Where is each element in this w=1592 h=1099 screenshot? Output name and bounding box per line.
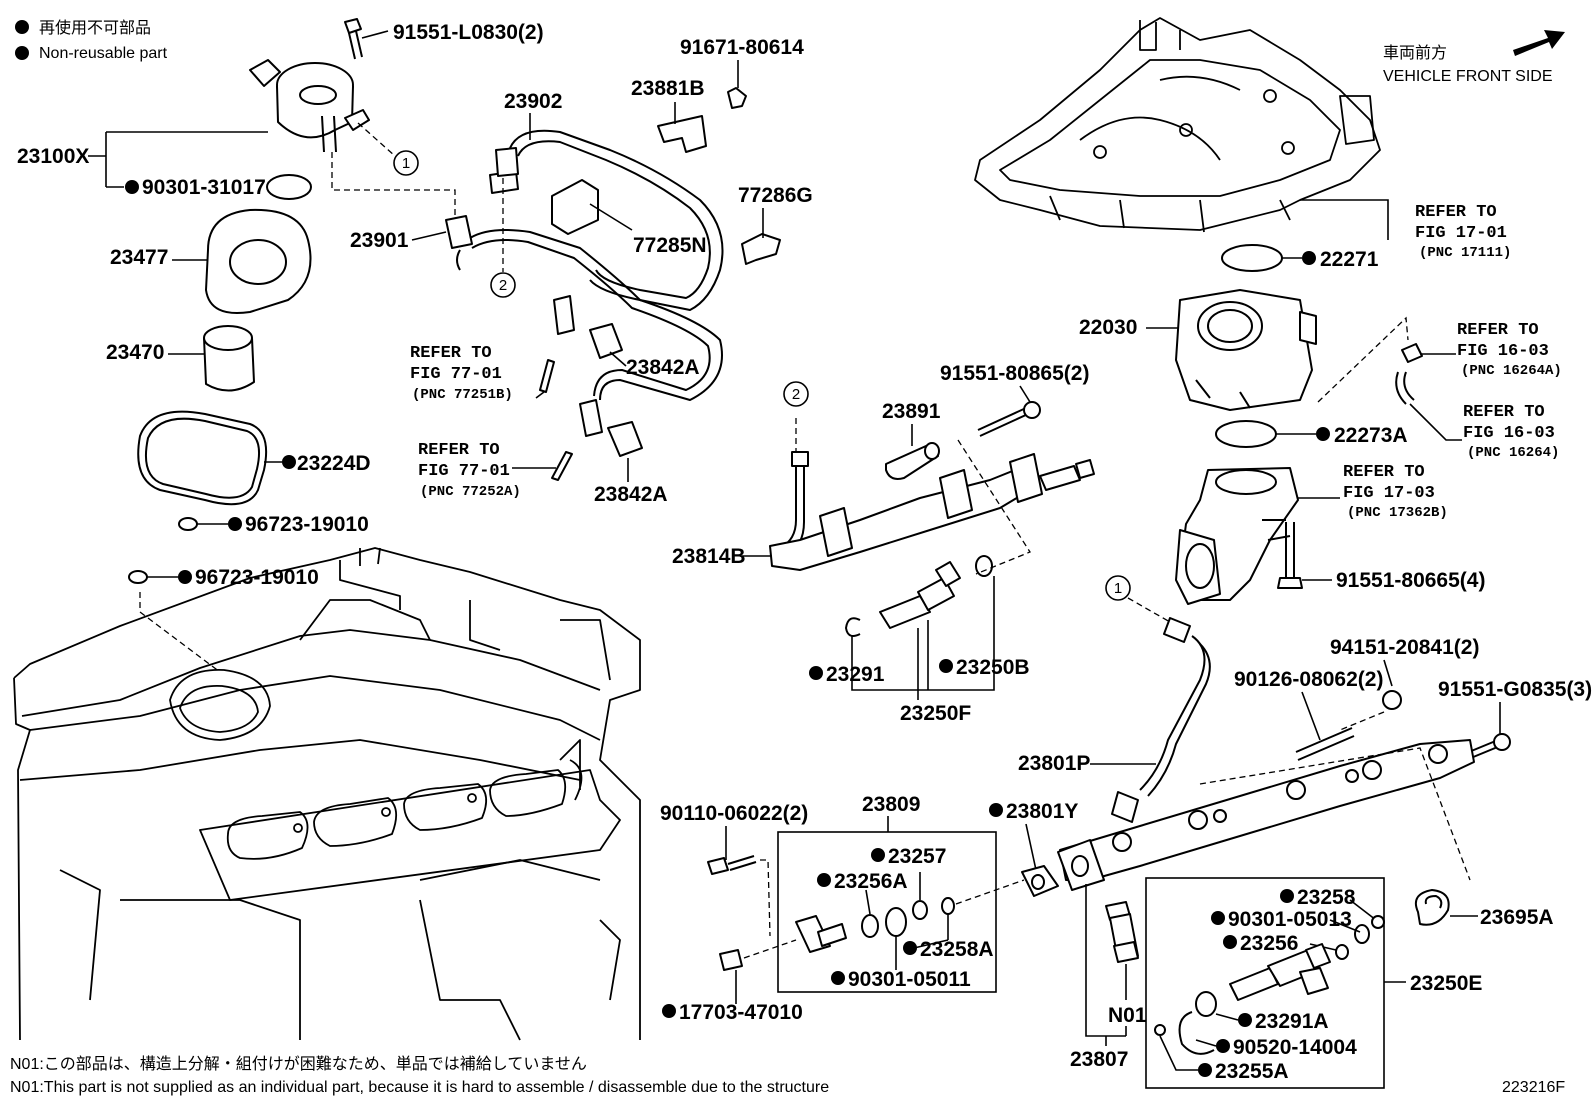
label-23250E: 23250E: [1410, 972, 1482, 995]
figure-id: 223216F: [1502, 1079, 1565, 1096]
hp-fuel-rail-drawing: [1057, 739, 1475, 891]
ref-17362B-line2: FIG 17-03: [1343, 484, 1435, 503]
ref-16264A-line1: REFER TO: [1457, 321, 1539, 340]
label-23258A: 23258A: [920, 938, 994, 961]
label-91671-80614: 91671-80614: [680, 36, 804, 59]
label-23881B: 23881B: [631, 77, 705, 100]
label-94151-20841: 94151-20841(2): [1330, 636, 1479, 659]
label-23695A: 23695A: [1480, 906, 1554, 929]
label-90110-06022: 90110-06022(2): [660, 802, 808, 825]
label-23291A: 23291A: [1255, 1010, 1329, 1033]
ref-77251B-line3: (PNC 77251B): [412, 387, 513, 403]
circle-mark-1b: 1: [1114, 580, 1122, 597]
legend: 再使用不可部品 Non-reusable part: [15, 19, 168, 62]
fuel-hose-drawing: [445, 87, 781, 457]
label-23842A-a: 23842A: [626, 356, 700, 379]
ref-16264A-line3: (PNC 16264A): [1461, 363, 1562, 379]
label-91551-80865: 91551-80865(2): [940, 362, 1089, 385]
clip-23695A-drawing: [1414, 889, 1450, 926]
kit-23809-box: [777, 831, 997, 993]
label-23255A: 23255A: [1215, 1060, 1289, 1083]
label-23809: 23809: [862, 793, 920, 816]
circle-mark-1: 1: [402, 155, 410, 172]
label-23902: 23902: [504, 90, 562, 113]
legend-en: Non-reusable part: [39, 45, 168, 62]
legend-jp: 再使用不可部品: [39, 19, 151, 37]
direction-en: VEHICLE FRONT SIDE: [1383, 68, 1553, 85]
label-23814B: 23814B: [672, 545, 746, 568]
label-22273A: 22273A: [1334, 424, 1408, 447]
label-77286G: 77286G: [738, 184, 813, 207]
label-23470: 23470: [106, 341, 164, 364]
label-90301-05011: 90301-05011: [848, 968, 971, 991]
direction-jp: 車両前方: [1383, 44, 1447, 62]
label-90301-05013: 90301-05013: [1228, 908, 1352, 931]
label-23801Y: 23801Y: [1006, 800, 1078, 823]
label-17703-47010: 17703-47010: [679, 1001, 803, 1024]
fuel-pump-drawing: [249, 18, 370, 153]
label-90520-14004: 90520-14004: [1233, 1036, 1357, 1059]
hp-fuel-pipe-drawing: [1111, 617, 1211, 823]
label-23891: 23891: [882, 400, 941, 423]
label-23100X: 23100X: [17, 145, 89, 168]
label-90126-08062: 90126-08062(2): [1234, 668, 1383, 691]
vehicle-front-indicator: 車両前方 VEHICLE FRONT SIDE: [1383, 30, 1565, 85]
kit-23250E-box: [1145, 877, 1385, 1089]
label-23807: 23807: [1070, 1048, 1128, 1071]
label-23256: 23256: [1240, 932, 1298, 955]
label-23291: 23291: [826, 663, 885, 686]
label-91551-G0835: 91551-G0835(3): [1438, 678, 1592, 701]
ref-16264-line1: REFER TO: [1463, 403, 1545, 422]
throttle-body-drawing: [1175, 289, 1317, 411]
label-96723-19010-a: 96723-19010: [245, 513, 369, 536]
injector-kit-drawing: [1154, 915, 1385, 1055]
label-23258: 23258: [1297, 886, 1356, 909]
ref-16264-line2: FIG 16-03: [1463, 424, 1555, 443]
ref-77252A-line1: REFER TO: [418, 441, 500, 460]
front-arrow-icon: [1513, 30, 1565, 56]
ref-17362B-line3: (PNC 17362B): [1347, 505, 1448, 521]
label-23224D: 23224D: [297, 452, 371, 475]
circle-mark-2b: 2: [792, 386, 800, 403]
label-23801P: 23801P: [1018, 752, 1090, 775]
ref-17362B-line1: REFER TO: [1343, 463, 1425, 482]
ref-77251B-line2: FIG 77-01: [410, 365, 502, 384]
label-23256A: 23256A: [834, 870, 908, 893]
ref-77251B-line1: REFER TO: [410, 344, 492, 363]
fuel-sensor-drawing: [1105, 901, 1139, 963]
ref-77252A-line3: (PNC 77252A): [420, 484, 521, 500]
fuel-rail-lp-drawing: [769, 401, 1095, 637]
note-en: N01:This part is not supplied as an indi…: [10, 1079, 829, 1096]
intake-pipe-drawing: [1175, 467, 1299, 605]
label-23257: 23257: [888, 845, 946, 868]
label-23250B: 23250B: [956, 656, 1030, 679]
label-96723-19010-b: 96723-19010: [195, 566, 319, 589]
ref-77252A-line2: FIG 77-01: [418, 462, 510, 481]
ref-17111-line1: REFER TO: [1415, 203, 1497, 222]
engine-block-drawing: [13, 547, 641, 1041]
label-77285N: 77285N: [633, 234, 707, 257]
circle-mark-2a: 2: [499, 277, 507, 294]
ref-16264-line3: (PNC 16264): [1467, 445, 1559, 461]
label-90301-31017: 90301-31017: [142, 176, 266, 199]
label-91551-80665: 91551-80665(4): [1336, 569, 1485, 592]
label-91551-L0830: 91551-L0830(2): [393, 21, 544, 44]
label-N01: N01: [1108, 1004, 1147, 1027]
ref-16264A-line2: FIG 16-03: [1457, 342, 1549, 361]
ref-17111-line2: FIG 17-01: [1415, 224, 1507, 243]
label-23842A-b: 23842A: [594, 483, 668, 506]
label-22030: 22030: [1079, 316, 1137, 339]
ref-17111-line3: (PNC 17111): [1419, 245, 1511, 261]
label-22271: 22271: [1320, 248, 1379, 271]
label-23901: 23901: [350, 229, 409, 252]
label-23250F: 23250F: [900, 702, 971, 725]
note-jp: N01:この部品は、構造上分解・組付けが困難なため、単品では補給していません: [10, 1055, 587, 1073]
intake-manifold-drawing: [974, 17, 1381, 233]
label-23477: 23477: [110, 246, 168, 269]
